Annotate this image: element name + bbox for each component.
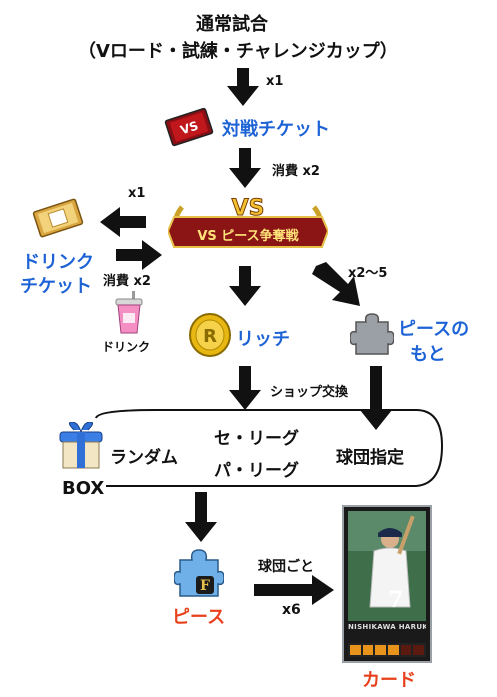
- x6-label: x6: [282, 602, 301, 618]
- drink-consume-label: 消費 x2: [103, 274, 151, 289]
- card-number: 7: [388, 587, 404, 613]
- drink-ticket-icon: [32, 198, 84, 238]
- drink-x1-label: x1: [128, 186, 146, 201]
- gift-box-icon: [59, 422, 103, 469]
- box-container: [95, 409, 444, 487]
- down-arrow-icon: [227, 68, 259, 106]
- box-league-se-label: セ・リーグ: [214, 429, 299, 449]
- box-random-label: ランダム: [110, 448, 178, 468]
- down-arrow-icon: [360, 366, 392, 430]
- battle-ticket-label: 対戦チケット: [222, 119, 330, 140]
- card-rarity-bar: [348, 643, 426, 657]
- player-card: 7 NISHIKAWA HARUKI: [342, 505, 432, 663]
- header-line1: 通常試合: [196, 14, 268, 35]
- svg-text:R: R: [203, 326, 217, 347]
- right-arrow-icon: [116, 240, 162, 270]
- drink-ticket-label-1: ドリンク: [22, 252, 94, 273]
- consume-x2-label: 消費 x2: [272, 164, 320, 179]
- down-arrow-icon: [229, 148, 261, 188]
- player-photo-icon: [348, 511, 426, 621]
- team-each-label: 球団ごと: [258, 559, 314, 575]
- down-arrow-icon: [229, 366, 261, 410]
- battle-ticket-icon: VS: [164, 107, 214, 147]
- diagonal-arrow-icon: [312, 262, 360, 306]
- header-line2: （Vロード・試練・チャレンジカップ）: [78, 41, 398, 62]
- piece-label: ピース: [172, 607, 226, 628]
- drink-label: ドリンク: [102, 340, 151, 354]
- box-league-pa-label: パ・リーグ: [214, 461, 299, 481]
- x1-top-label: x1: [266, 74, 284, 89]
- box-label: BOX: [62, 478, 105, 499]
- puzzle-piece-icon: [350, 313, 394, 355]
- down-arrow-icon: [185, 492, 217, 542]
- piece-x2-5-label: x2〜5: [348, 266, 388, 281]
- event-banner-icon: VS VS ピース争奪戦: [168, 196, 328, 248]
- rich-coin-icon: R: [189, 313, 231, 357]
- card-player-name: NISHIKAWA HARUKI: [348, 623, 426, 631]
- svg-text:F: F: [200, 578, 210, 594]
- shop-exchange-label: ショップ交換: [270, 385, 349, 400]
- right-arrow-icon: [254, 575, 334, 605]
- event-banner-text: VS ピース争奪戦: [197, 228, 299, 244]
- piece-material-label-2: もと: [410, 344, 446, 365]
- drink-ticket-label-2: チケット: [20, 276, 92, 297]
- left-arrow-icon: [100, 207, 146, 237]
- down-arrow-icon: [229, 266, 261, 306]
- drink-cup-icon: [115, 291, 143, 334]
- card-label: カード: [362, 670, 416, 691]
- team-piece-icon: F: [174, 549, 224, 597]
- box-team-select-label: 球団指定: [336, 448, 404, 468]
- piece-material-label-1: ピースの: [398, 319, 470, 340]
- svg-text:VS: VS: [179, 119, 200, 138]
- rich-label: リッチ: [236, 329, 290, 350]
- svg-text:VS: VS: [232, 196, 265, 221]
